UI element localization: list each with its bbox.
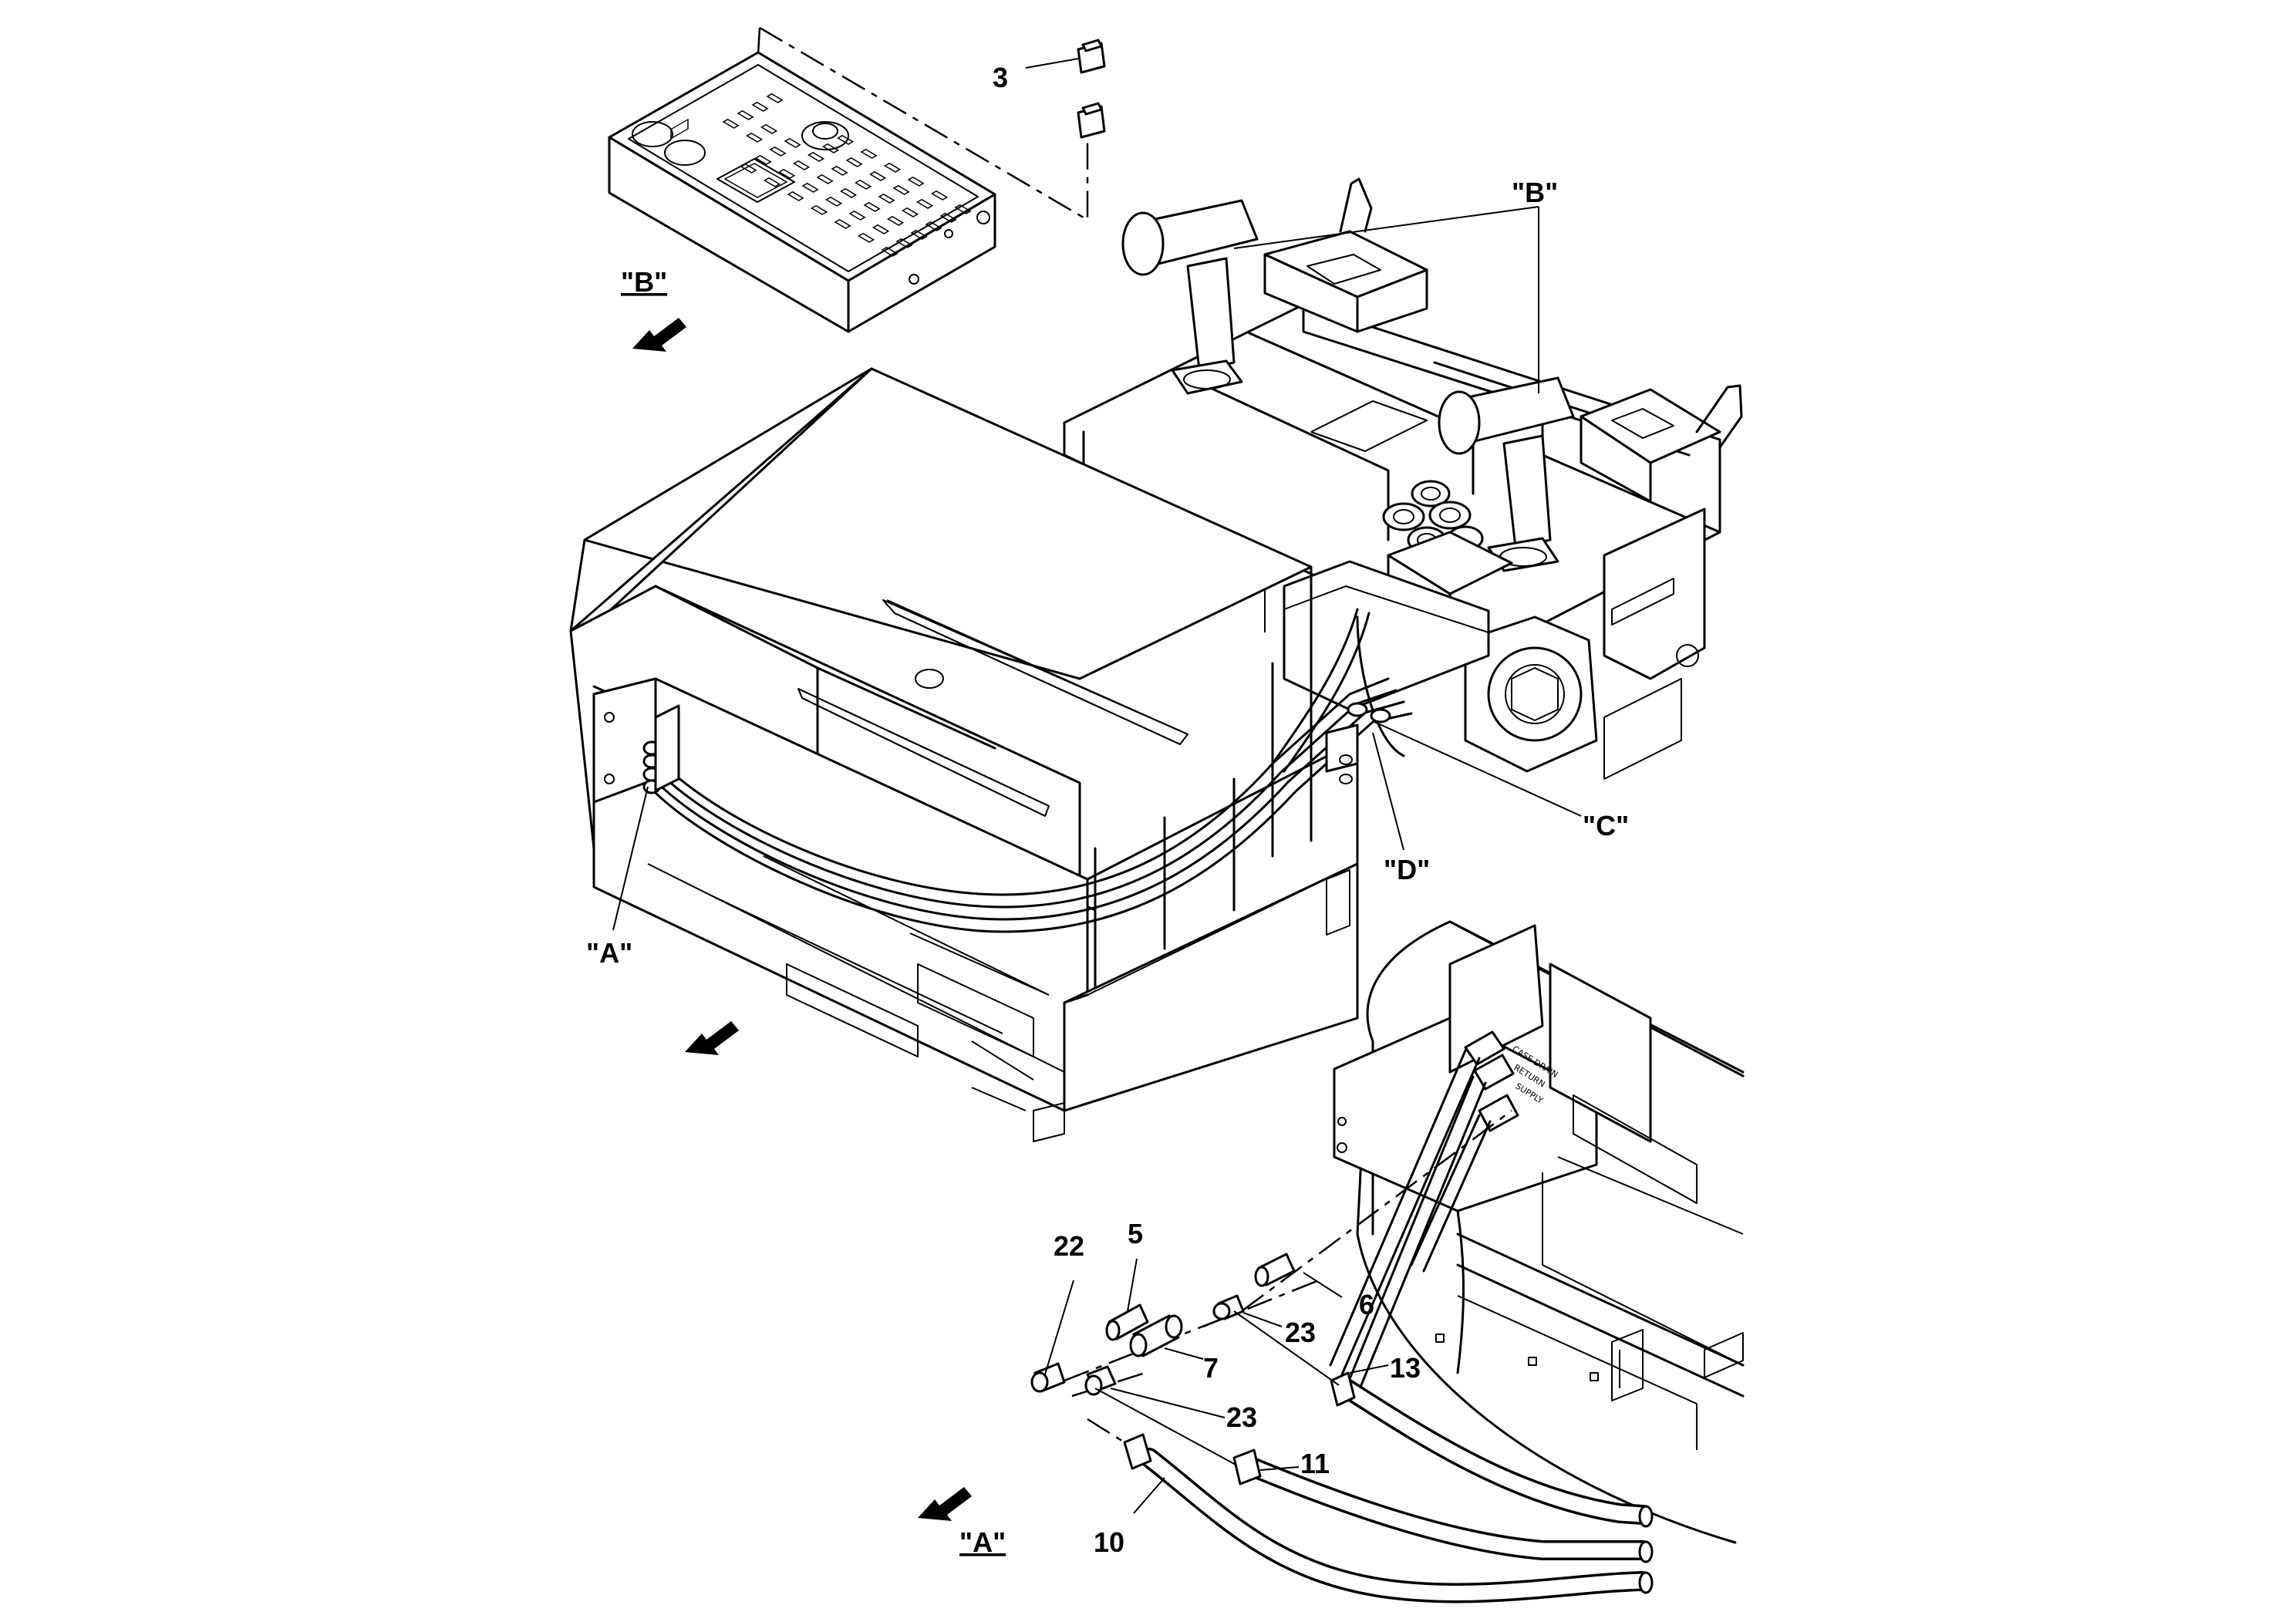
view-a-title: "A": [959, 1526, 1006, 1558]
panel-switch: [863, 201, 881, 212]
panel-switch: [910, 229, 928, 240]
front-direction-arrow-icon: [685, 1021, 739, 1055]
leader-d: [1372, 732, 1404, 851]
panel-switch: [872, 224, 890, 234]
callout-3: 3: [993, 62, 1008, 93]
callout-10: 10: [1094, 1526, 1124, 1558]
leader-a: [612, 786, 649, 931]
elbow-part-22: [1030, 1362, 1066, 1393]
view-b-title: "B": [621, 266, 667, 298]
panel-switch: [892, 184, 910, 195]
panel-switch: [737, 110, 754, 120]
panel-switch: [869, 170, 887, 181]
callout-11: 11: [1300, 1448, 1330, 1479]
panel-switch: [881, 246, 899, 257]
callout-22: 22: [1054, 1230, 1084, 1262]
callout-23-upper: 23: [1285, 1317, 1316, 1348]
callout-23-lower: 23: [1226, 1401, 1257, 1433]
panel-switch: [887, 215, 905, 226]
panel-switch: [751, 101, 769, 112]
panel-switch: [784, 137, 801, 148]
panel-switch: [769, 146, 787, 157]
panel-switch: [793, 160, 811, 170]
panel-switch: [831, 165, 848, 176]
hose-part-10: [1123, 1433, 1654, 1603]
leader-23b: [1110, 1388, 1226, 1418]
leader-c: [1372, 720, 1582, 817]
panel-switch: [801, 182, 819, 193]
view-a-reference: "A": [586, 937, 632, 969]
panel-switch: [822, 143, 840, 153]
panel-switch: [895, 238, 913, 248]
coupler-part-7: [1129, 1314, 1183, 1357]
panel-switch: [787, 191, 804, 201]
panel-switch: [860, 148, 878, 159]
view-a-arrow-icon: [918, 1487, 972, 1521]
leader-10: [1133, 1477, 1165, 1514]
leader-b1: [1233, 206, 1539, 249]
leader-22: [1044, 1280, 1074, 1375]
panel-switch: [766, 93, 784, 103]
connection-plate-detail: CASE DRAIN RETURN SUPPLY: [1030, 920, 1745, 1603]
callout-13: 13: [1390, 1352, 1421, 1384]
view-d-reference: "D": [1384, 854, 1430, 885]
panel-switch: [855, 179, 872, 190]
panel-switch: [925, 221, 942, 231]
fitting-part-5: [1105, 1303, 1149, 1341]
rocker-switch-part-3: [1025, 39, 1106, 139]
panel-switch: [939, 212, 957, 223]
panel-switch: [807, 151, 825, 162]
panel-switch: [884, 162, 902, 173]
panel-switch: [907, 176, 925, 187]
panel-switch: [878, 193, 895, 204]
panel-switch: [764, 177, 781, 187]
view-b-arrow-icon: [632, 318, 686, 352]
panel-switch: [740, 163, 757, 174]
panel-switch: [848, 210, 866, 221]
leader-5: [1127, 1258, 1138, 1312]
main-hose-bundle: [642, 608, 1413, 933]
leader-6: [1303, 1272, 1343, 1298]
panel-switch: [825, 196, 843, 207]
fitting-part-6: [1254, 1253, 1296, 1287]
callout-6: 6: [1359, 1289, 1374, 1320]
panel-switch: [837, 134, 855, 145]
hose-part-11: [1094, 1388, 1654, 1563]
panel-switch: [845, 157, 863, 167]
panel-switch: [902, 207, 919, 218]
hopper: [569, 367, 1359, 1142]
control-panel-detail: [608, 26, 1089, 333]
panel-switch: [954, 204, 972, 214]
view-c-reference: "C": [1583, 810, 1629, 841]
panel-switch: [746, 132, 764, 143]
panel-switch: [916, 198, 934, 209]
panel-switch: [834, 218, 851, 229]
panel-switch: [811, 204, 828, 215]
panel-switch: [760, 123, 778, 134]
elbow-part-23-lower: [1084, 1365, 1117, 1396]
panel-switch: [858, 232, 875, 243]
hose-part-13: [1233, 1310, 1654, 1528]
leader-13: [1349, 1364, 1389, 1374]
panel-switch: [840, 187, 858, 198]
callout-7: 7: [1203, 1352, 1219, 1384]
paver-main-assembly: [569, 177, 1743, 1142]
panel-switch: [931, 190, 949, 201]
leader-23a: [1242, 1312, 1283, 1327]
drive-housing: [1464, 615, 1598, 773]
callout-5: 5: [1128, 1218, 1143, 1249]
view-b-reference: "B": [1512, 177, 1558, 208]
control-switches: [722, 93, 972, 257]
panel-switch: [778, 168, 796, 179]
panel-switch: [754, 154, 772, 165]
panel-switch: [816, 174, 834, 184]
leader-11: [1259, 1466, 1300, 1471]
panel-switch: [722, 118, 740, 129]
leader-7: [1164, 1347, 1204, 1360]
